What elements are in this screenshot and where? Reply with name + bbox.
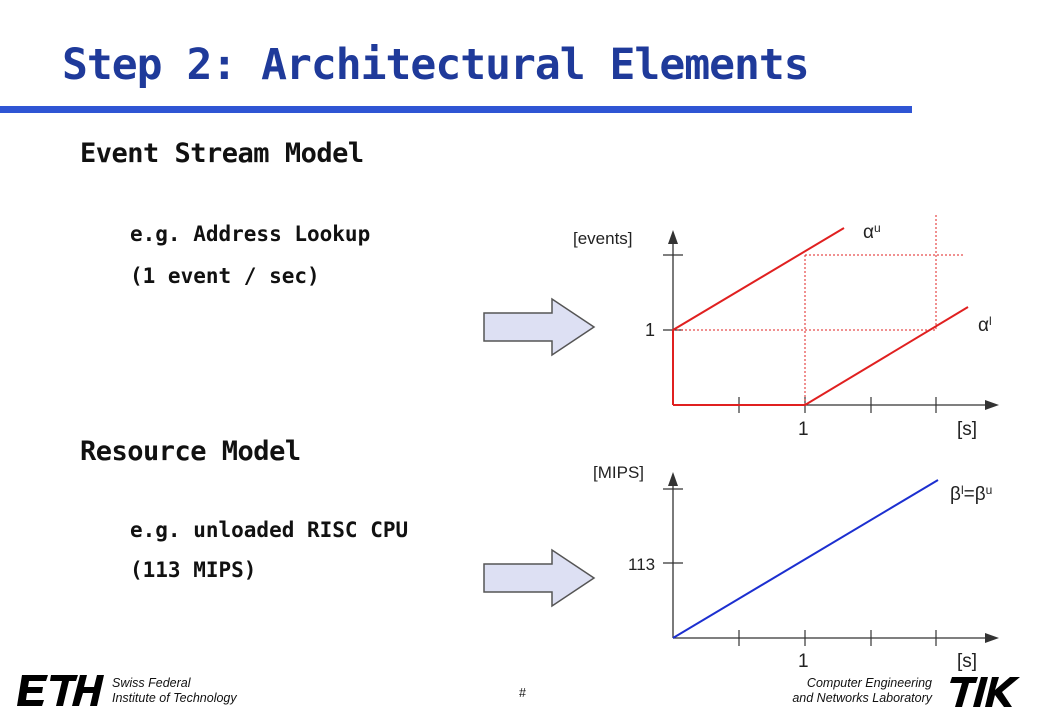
right-arrow-icon	[483, 548, 596, 608]
alpha-lower-label: αl	[978, 314, 992, 336]
footer-left-text: Swiss Federal Institute of Technology	[112, 676, 237, 706]
y-axis-arrowhead	[668, 230, 678, 244]
x-tick-label: 1	[798, 651, 809, 672]
footer-right-line2: and Networks Laboratory	[792, 691, 932, 705]
x-axis-label: [s]	[957, 651, 977, 672]
x-axis-arrowhead	[985, 633, 999, 643]
resource-example-line2: (113 MIPS)	[130, 558, 257, 582]
eth-logo	[17, 675, 104, 706]
alpha-upper-curve	[672, 227, 845, 405]
event-example-line2: (1 event / sec)	[130, 264, 320, 288]
footer-left-line1: Swiss Federal	[112, 676, 191, 690]
beta-label: βl=βu	[950, 483, 992, 505]
y-tick-label: 1	[645, 320, 655, 340]
event-stream-heading: Event Stream Model	[80, 138, 364, 169]
footer-right-text: Computer Engineering and Networks Labora…	[760, 676, 932, 706]
footer-left-line2: Institute of Technology	[112, 691, 237, 705]
right-arrow-icon	[483, 297, 596, 357]
beta-curve	[672, 479, 939, 639]
y-tick-label: 113	[628, 555, 655, 574]
y-axis-label: [events]	[573, 229, 633, 248]
x-axis-label: [s]	[957, 419, 977, 440]
alpha-lower-curve	[673, 306, 969, 406]
slide-title: Step 2: Architectural Elements	[62, 40, 810, 90]
title-underline	[0, 106, 912, 113]
event-example-line1: e.g. Address Lookup	[130, 222, 371, 246]
resource-example-line1: e.g. unloaded RISC CPU	[130, 518, 409, 542]
x-tick-label: 1	[798, 419, 809, 440]
y-axis-arrowhead	[668, 472, 678, 486]
resource-heading: Resource Model	[80, 436, 301, 467]
alpha-upper-label: αu	[863, 221, 881, 243]
tik-logo	[950, 677, 1020, 707]
page-number: #	[519, 686, 526, 700]
x-axis-arrowhead	[985, 400, 999, 410]
y-axis-label: [MIPS]	[593, 463, 644, 482]
footer-right-line1: Computer Engineering	[806, 676, 932, 690]
